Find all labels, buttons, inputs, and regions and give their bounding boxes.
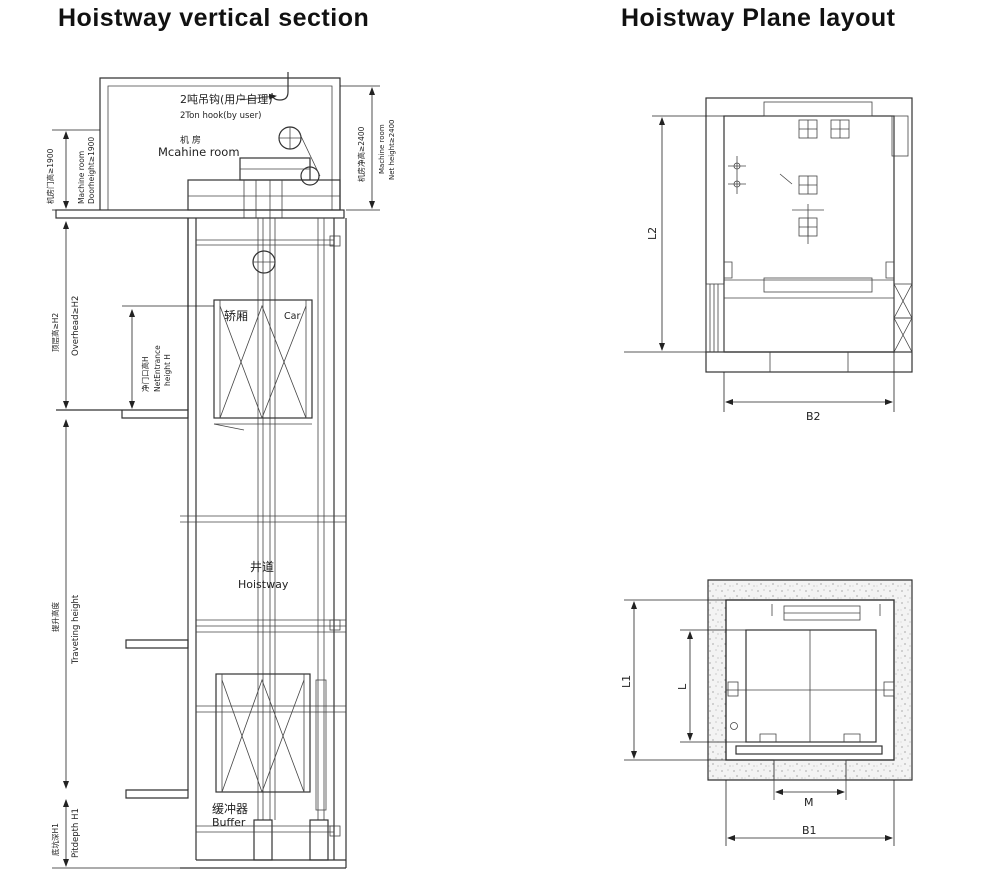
plane-bottom-depth-label: L1 [620,675,633,688]
hook-label-en: 2Ton hook(by user) [180,111,261,121]
vertical-section: 2吨吊钩(用户自理) 2Ton hook(by user) 机 房 Mcahin… [45,72,396,869]
buffer-counterweight [309,819,329,861]
hoistway-label-en: Hoistway [238,578,289,591]
entrance-label-en1: NetEntrance [153,345,162,392]
plane-layout-title: Hoistway Plane layout [621,4,896,32]
plane-top-top-beam [763,101,873,117]
buffer-label-cn: 缓冲器 [212,801,248,816]
landing-lower [125,789,189,799]
machine-height-label-en2: Net height≥2400 [388,119,396,180]
door-height-label-en2: Doorheight≥1900 [87,137,96,204]
machine-room-label-en: Mcahine room [158,145,240,159]
landing-upper [56,409,189,419]
machine-room-inner-wall [107,85,333,210]
machine-room-floor [55,209,345,219]
entrance-label-cn: 净门口高H [140,356,150,392]
entrance-label-en2: height H [163,354,172,386]
car-lower [215,673,311,793]
vertical-section-title: Hoistway vertical section [58,4,370,32]
car-label-en: Car [284,311,300,322]
hook-label-cn: 2吨吊钩(用户自理) [180,92,273,106]
machine-height-label-en1: Machine room [378,124,386,174]
travel-label-cn: 提升高度 [50,602,60,632]
pit-label-en: Pitdepth H1 [71,808,81,858]
buffer-car [253,819,273,861]
car-label-cn: 轿厢 [224,308,248,323]
door-height-label-en1: Machine room [77,151,86,204]
machine-room-label-cn: 机 房 [180,134,201,146]
door-sill-plan [735,745,883,755]
machine-height-label-cn: 机房净高≥2400 [356,126,366,182]
buffer-label-en: Buffer [212,816,246,829]
overhead-label-en: Overhead≥H2 [71,296,81,356]
hoistway-label-cn: 井道 [250,560,274,574]
landing-middle [125,639,189,649]
plane-top: L2 B2 [624,97,913,423]
hook-leader [239,93,277,101]
travel-label-en: Traveting height [71,594,81,665]
car-plan [745,629,877,743]
machine-base [187,179,341,211]
plane-top-depth-label: L2 [646,227,659,240]
counterweight [315,679,327,811]
door-height-label-cn: 机房门高≥1900 [45,148,55,204]
machine-room-wall [99,77,341,210]
car-upper [213,299,313,419]
plane-top-width-label: B2 [806,410,821,423]
plane-bottom-width-label: B1 [802,824,817,837]
plane-top-inner-wall [723,115,895,353]
plane-top-outer-wall [705,97,913,373]
plane-bottom: L1 L M B1 [620,579,913,846]
door-width-label: M [804,796,814,809]
overhead-label-cn: 顶层高≥H2 [50,313,60,352]
plane-top-door-sill [763,277,873,293]
pit-label-cn: 底坑深H1 [50,823,60,856]
car-depth-label: L [676,683,689,690]
